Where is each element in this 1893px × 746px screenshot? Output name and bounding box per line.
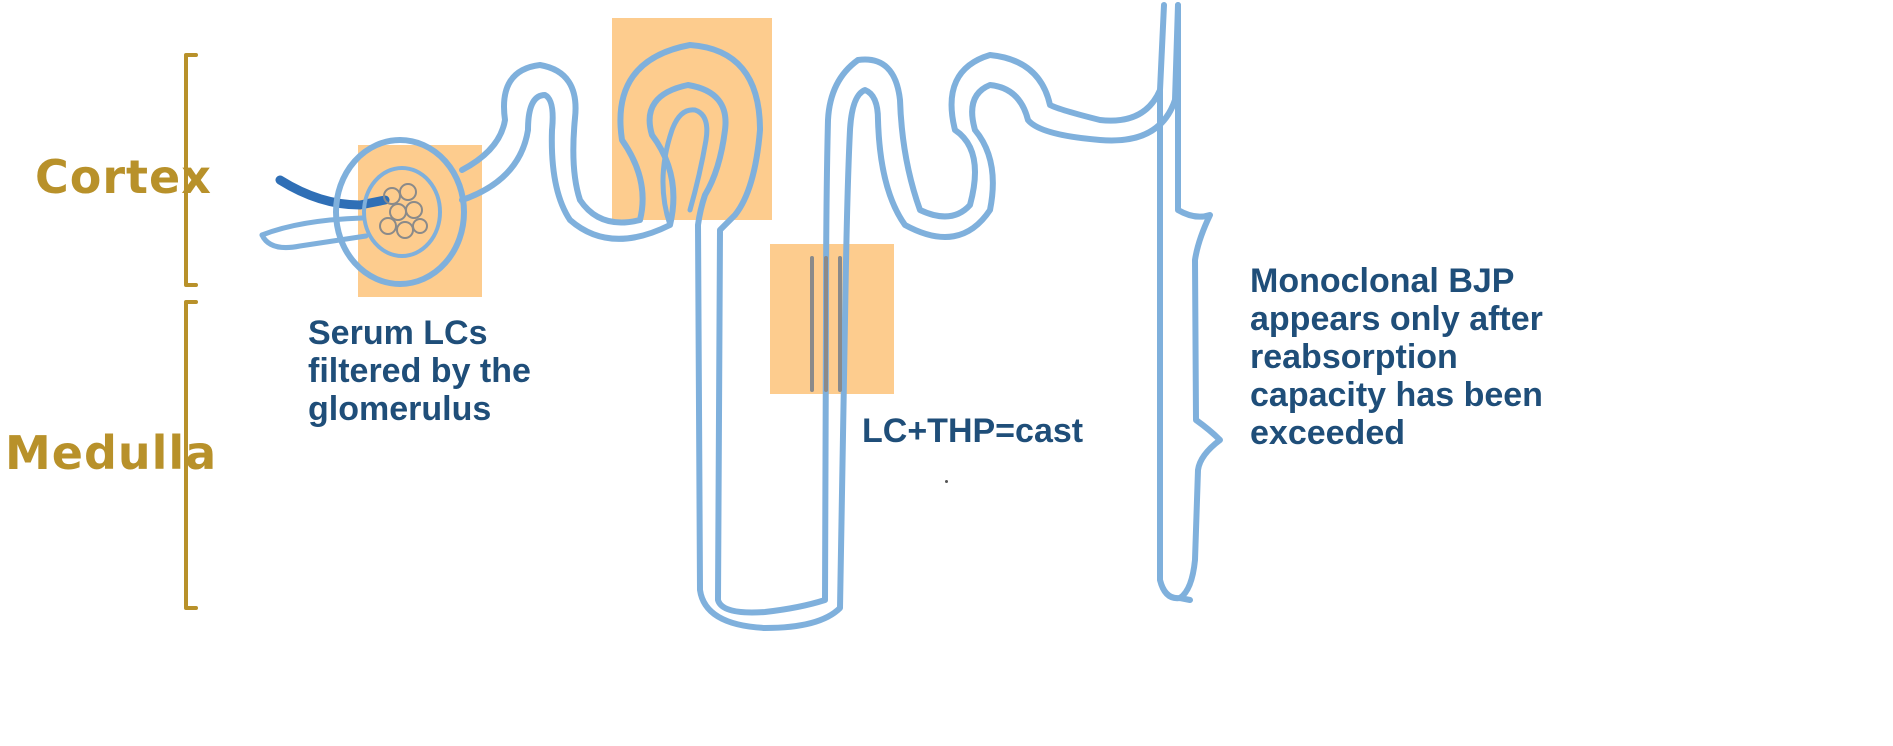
bowman-capsule-outer (336, 140, 464, 284)
bjp-overflow-note: Monoclonal BJP appears only after reabso… (1250, 262, 1543, 452)
efferent-tube (262, 218, 362, 235)
cast-formation-note: LC+THP=cast (862, 412, 1083, 450)
collecting-duct-right (1178, 5, 1220, 598)
medulla-label: Medulla (5, 426, 217, 480)
glomerulus-tuft (380, 184, 427, 238)
stray-dot (945, 480, 948, 483)
efferent-tube-lower (262, 235, 366, 248)
bowman-capsule-inner (364, 168, 440, 256)
protein-cast (812, 258, 840, 390)
proximal-tubule-inner (462, 5, 1178, 628)
cortex-label: Cortex (35, 150, 212, 204)
glomerulus-filtration-note: Serum LCs filtered by the glomerulus (308, 314, 531, 428)
